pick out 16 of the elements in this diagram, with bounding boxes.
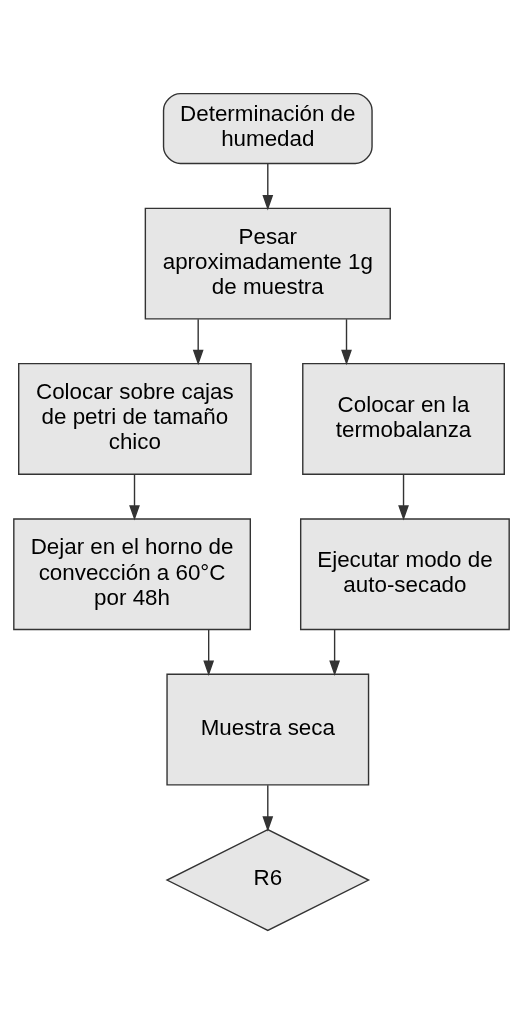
arrow (203, 628, 215, 676)
node-box: Colocar sobre cajas de petri de tamaño chico (18, 362, 252, 475)
node-box: Determinación de humedad (162, 92, 373, 164)
arrow (192, 318, 204, 365)
arrow (129, 473, 140, 521)
arrow (398, 473, 409, 521)
arrow (329, 628, 340, 676)
node-box: Muestra seca (166, 673, 370, 786)
node-diamond: R6 (165, 828, 371, 931)
arrow (262, 783, 274, 832)
node-box: Dejar en el horno de convección a 60°C por 48h (13, 517, 251, 630)
node-box: Colocar en la termobalanza (302, 362, 505, 475)
node-box: Pesar aproximadamente 1g de muestra (144, 207, 391, 320)
arrow (341, 318, 352, 365)
node-box: Ejecutar modo de auto-secado (300, 517, 510, 630)
arrow (262, 162, 274, 210)
